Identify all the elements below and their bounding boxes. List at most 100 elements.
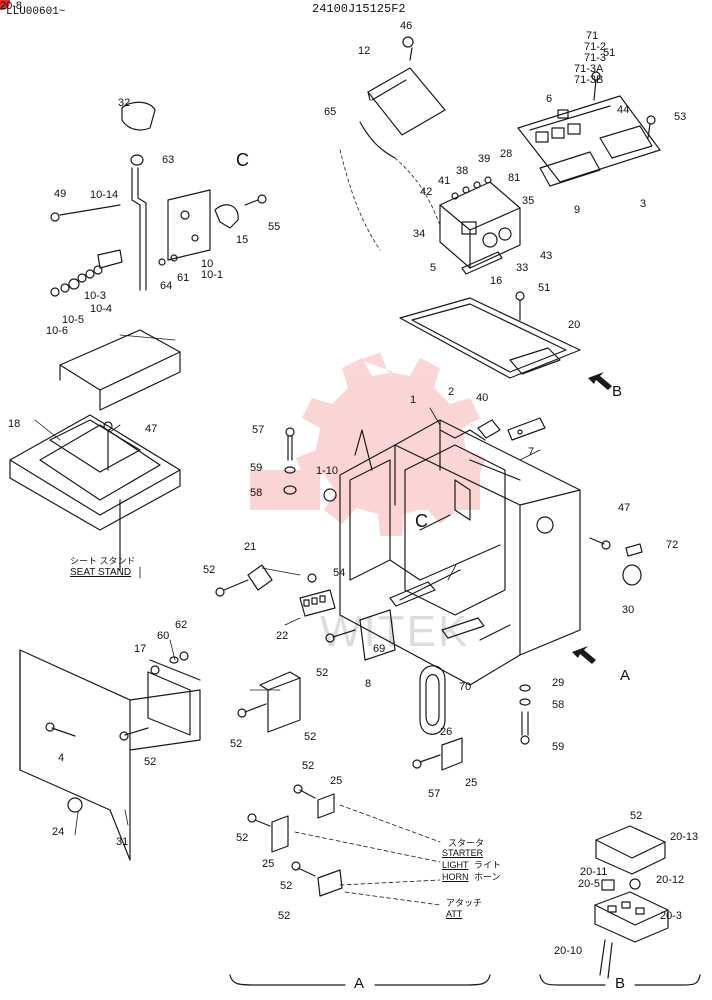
part-number-label: 71 <box>586 30 599 42</box>
part-number-label: 39 <box>478 153 491 165</box>
wire-label-horn-en: HORN <box>442 872 469 882</box>
part-number-label: 52 <box>302 760 315 772</box>
part-number-label: 5 <box>430 262 437 274</box>
bolt-57-upper <box>283 427 297 495</box>
part-number-label: 81 <box>508 172 521 184</box>
part-number-label: 10-4 <box>90 303 113 315</box>
view-label-c-center: C <box>415 511 428 531</box>
seat-stand-lower <box>9 414 181 571</box>
part-number-label: 47 <box>618 502 631 514</box>
bolt-57-lower <box>519 684 531 745</box>
part-number-label: 59 <box>552 741 565 753</box>
part-number-label: 20-12 <box>656 874 685 886</box>
wire-label-light-jp: ライト <box>474 860 502 870</box>
part-number-label: 17 <box>134 643 147 655</box>
part-number-label: 4 <box>58 752 65 764</box>
part-1-frame <box>323 419 581 686</box>
part-20-assembly <box>594 825 669 979</box>
part-number-label: 10-6 <box>46 325 69 337</box>
part-number-label: 60 <box>157 630 170 642</box>
watermark-text: WITEK <box>320 607 470 656</box>
view-label-a-arrow: A <box>620 667 631 684</box>
view-label-b-arrow: B <box>612 383 623 400</box>
part-number-label: 20-5 <box>578 878 601 890</box>
part-10-lever <box>50 101 267 297</box>
section-label-a: A <box>354 975 365 992</box>
parts-25-24-bottom <box>247 784 343 897</box>
part-number-label: 9 <box>574 204 581 216</box>
part-number-label: 52 <box>236 832 249 844</box>
part-number-label: 51 <box>538 282 551 294</box>
part-40-7 <box>477 417 546 441</box>
part-number-label: 55 <box>268 221 281 233</box>
part-4-cover <box>19 649 201 861</box>
part-number-label: 25 <box>262 858 275 870</box>
part-29-grommet <box>419 665 446 735</box>
wire-label-att-jp: アタッチ <box>446 898 483 908</box>
part-number-label: 21 <box>244 541 257 553</box>
part-number-label: 40 <box>476 392 489 404</box>
part-number-label: 42 <box>420 186 433 198</box>
part-number-label: 61 <box>177 272 190 284</box>
part-number-label: 16 <box>490 275 503 287</box>
part-number-label: 52 <box>316 667 329 679</box>
part-number-label: 43 <box>540 250 553 262</box>
watermark-gear <box>250 352 486 536</box>
part-number-label: 58 <box>250 487 263 499</box>
part-3-panel <box>517 71 661 187</box>
part-number-label: 65 <box>324 106 337 118</box>
part-number-label: 52 <box>304 731 317 743</box>
part-number-label: 12 <box>358 45 371 57</box>
part-number-label: 20-13 <box>670 831 699 843</box>
part-number-label: 52 <box>278 910 291 922</box>
part-number-label: 63 <box>162 154 175 166</box>
part-25-right <box>412 737 463 771</box>
part-number-label: 25 <box>465 777 478 789</box>
part-number-label: 6 <box>546 93 553 105</box>
part-number-label: 20-10 <box>554 945 583 957</box>
wire-label-starter-en: STARTER <box>442 848 484 858</box>
part-number-label: 2 <box>448 386 455 398</box>
part-number-label: 71-3 <box>584 52 607 64</box>
dashed-cable <box>339 149 441 251</box>
part-number-label: 33 <box>516 262 529 274</box>
part-number-label: 52 <box>280 880 293 892</box>
part-2-gasket <box>399 291 581 379</box>
part-number-label: 18 <box>8 418 21 430</box>
part-code-title: 24100J15125F2 <box>312 2 406 16</box>
part-number-label: 31 <box>116 836 129 848</box>
corner-badge <box>0 0 10 10</box>
view-arrows <box>572 372 612 664</box>
part-8-relay <box>325 609 396 661</box>
wire-label-starter-jp: スタータ <box>448 838 485 848</box>
part-number-label: 32 <box>118 97 131 109</box>
part-number-label: 30 <box>622 604 635 616</box>
part-number-label: 72 <box>666 539 679 551</box>
seat-stand-upper <box>59 329 181 411</box>
part-number-label: 20-3 <box>660 910 683 922</box>
part-number-label: 49 <box>54 188 67 200</box>
view-label-c-upper: C <box>236 150 249 170</box>
section-brackets <box>229 974 701 986</box>
wire-leaders <box>294 804 441 906</box>
part-number-label: 7 <box>528 446 535 458</box>
part-number-label: 58 <box>552 699 565 711</box>
part-number-label: 71-3A <box>574 63 604 75</box>
part-number-label: 3 <box>640 198 647 210</box>
part-number-label: 25 <box>330 775 343 787</box>
part-number-label: 15 <box>236 234 249 246</box>
wire-label-horn-jp: ホーン <box>474 872 501 882</box>
part-number-label: 52 <box>630 810 643 822</box>
part-number-label: 52 <box>203 564 216 576</box>
part-number-label: 20-11 <box>580 866 608 878</box>
part-number-label: 1 <box>410 394 417 406</box>
part-21-bracket <box>215 564 273 597</box>
part-number-label: 8 <box>365 678 372 690</box>
part-number-label: 57 <box>428 788 441 800</box>
part-number-label: 38 <box>456 165 469 177</box>
part-69-70 <box>389 581 485 639</box>
part-number-label: 34 <box>413 228 426 240</box>
part-number-label: 10-14 <box>90 189 119 201</box>
part-number-label: 71-2 <box>584 41 607 53</box>
